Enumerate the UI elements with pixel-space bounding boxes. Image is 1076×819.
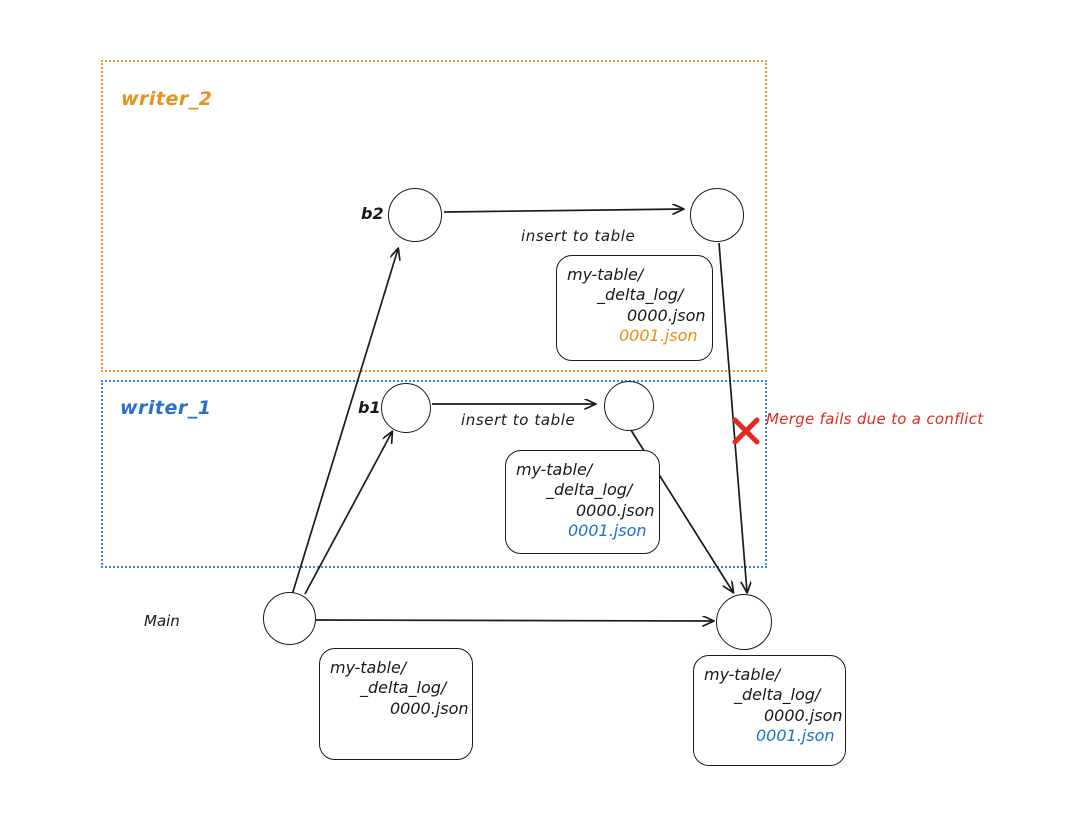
path-box-writer1-commit-lines: my-table/ _delta_log/ 0000.json 0001.jso… [506,451,659,542]
conflict-x-icon [732,417,760,445]
path-box-main-base: my-table/ _delta_log/ 0000.json [319,648,473,760]
path-line-3: 0000.json [764,705,843,725]
path-line-4: 0001.json [568,521,647,541]
path-line-3: 0000.json [627,305,706,325]
path-line-2: _delta_log/ [546,480,633,500]
path-line-1: my-table/ [330,658,407,677]
edge-label-writer1-insert: insert to table [461,411,576,429]
path-box-writer1-commit: my-table/ _delta_log/ 0000.json 0001.jso… [505,450,660,554]
region-label-writer-1: writer_1 [120,397,212,419]
path-line-2: _delta_log/ [734,685,821,705]
path-line-3: 0000.json [390,698,469,718]
path-line-2: _delta_log/ [360,678,447,698]
path-line-1: my-table/ [567,265,644,284]
path-box-merge-result: my-table/ _delta_log/ 0000.json 0001.jso… [693,655,846,766]
node-main[interactable] [263,592,316,645]
path-box-merge-result-lines: my-table/ _delta_log/ 0000.json 0001.jso… [694,656,845,747]
node-b1[interactable] [381,383,431,433]
path-line-1: my-table/ [516,460,593,479]
path-box-main-base-lines: my-table/ _delta_log/ 0000.json [320,649,472,719]
path-line-3: 0000.json [576,500,655,520]
path-line-4: 0001.json [756,726,835,746]
region-label-writer-2: writer_2 [121,88,213,110]
node-b2-commit[interactable] [690,188,744,242]
path-line-4: 0001.json [619,326,698,346]
node-b2[interactable] [388,188,442,242]
region-writer-2 [101,60,767,372]
edge-main-to-b1 [304,432,392,595]
node-label-b2: b2 [361,204,384,223]
node-label-b1: b1 [358,398,381,417]
node-label-main: Main [144,612,180,630]
conflict-annotation-text: Merge fails due to a conflict [766,410,984,428]
edge-main-to-b2 [291,249,398,596]
node-b1-commit[interactable] [604,381,654,431]
edge-commit2-to-merge [718,242,747,592]
node-merge[interactable] [716,594,772,650]
path-box-writer2-commit: my-table/ _delta_log/ 0000.json 0001.jso… [556,255,713,361]
edge-main-to-merge [315,620,713,621]
path-line-2: _delta_log/ [597,285,684,305]
path-line-1: my-table/ [704,665,781,684]
region-writer-1 [101,380,767,568]
edge-label-writer2-insert: insert to table [521,227,636,245]
edge-b2-to-commit2 [443,209,683,212]
path-box-writer2-commit-lines: my-table/ _delta_log/ 0000.json 0001.jso… [557,256,712,347]
